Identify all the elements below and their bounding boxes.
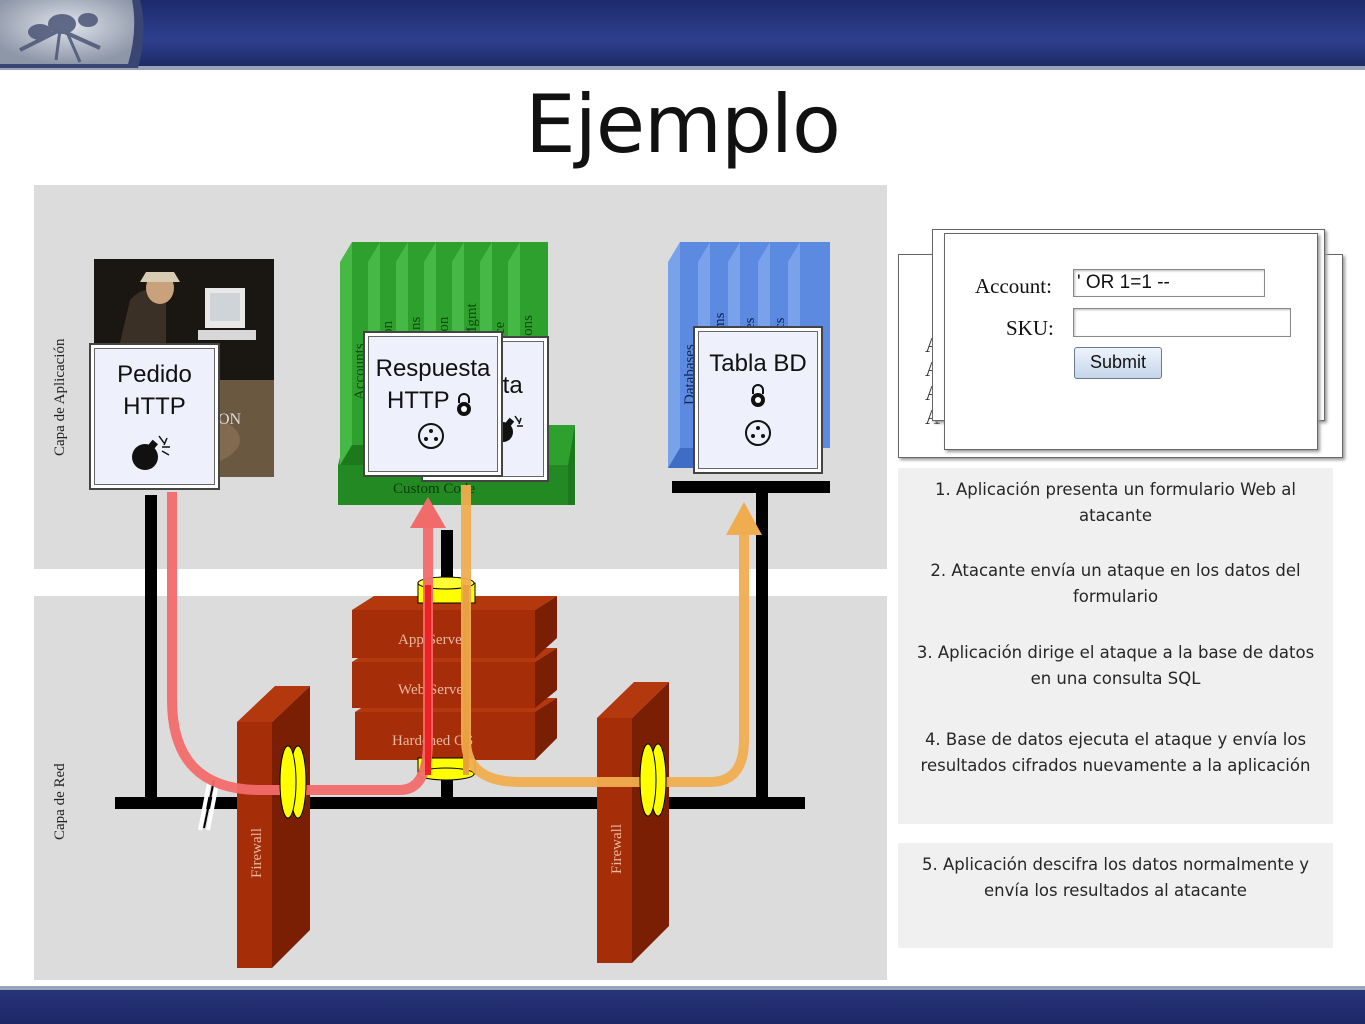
sku-input[interactable] — [1073, 308, 1291, 337]
account-label: Account: — [975, 274, 1052, 298]
step-5-panel: 5. Aplicación descifra los datos normalm… — [898, 843, 1333, 948]
attack-form: Account: ' OR 1=1 -- SKU: Submit — [944, 233, 1318, 450]
response-arrowhead — [726, 502, 762, 535]
footer-bar — [0, 986, 1365, 1024]
step-1: 1. Aplicación presenta un formulario Web… — [934, 480, 1297, 525]
lock-icon — [457, 393, 471, 416]
steps-panel: 1. Aplicación presenta un formulario Web… — [898, 468, 1333, 824]
http-request-card: Pedido HTTP — [89, 343, 220, 490]
attack-arrowhead — [410, 497, 446, 528]
client-link — [145, 495, 157, 805]
page-title: Ejemplo — [525, 78, 841, 171]
bomb-icon — [132, 435, 170, 470]
step-4: 4. Base de datos ejecuta el ataque y env… — [920, 730, 1311, 775]
server-stack — [352, 596, 557, 760]
network-backbone — [115, 797, 805, 809]
submit-button[interactable]: Submit — [1074, 347, 1162, 379]
header-bar — [0, 0, 1365, 66]
header-divider — [0, 66, 1365, 70]
step-5: 5. Aplicación descifra los datos normalm… — [921, 855, 1310, 900]
biohazard-icon — [745, 420, 771, 446]
server-ring-bottom — [417, 757, 476, 781]
custom-code-module-slab-label: Mgmt — [464, 302, 480, 340]
firewall-right-label: Firewall — [609, 824, 625, 874]
custom-code-module-slab-label: ns — [408, 317, 424, 331]
lock-icon — [751, 384, 765, 407]
db-bus — [672, 481, 830, 493]
owasp-wasp-logo-icon — [0, 0, 144, 68]
firewall-right-ring — [639, 743, 667, 817]
step-2: 2. Atacante envía un ataque en los datos… — [930, 561, 1301, 606]
biohazard-icon — [418, 423, 444, 449]
db-link — [756, 492, 768, 805]
photo-caption: ON — [218, 411, 242, 428]
firewall-left-ring — [279, 745, 307, 819]
http-response-card: Respuesta HTTP — [363, 331, 503, 477]
step-3: 3. Aplicación dirige el ataque a la base… — [916, 643, 1315, 688]
sku-label: SKU: — [1006, 316, 1054, 340]
web-server-label: Web Server — [398, 682, 468, 698]
firewall-left-label: Firewall — [249, 828, 265, 878]
response-path — [461, 485, 749, 787]
custom-code-label: Custom Code — [393, 481, 475, 497]
account-input[interactable]: ' OR 1=1 -- — [1073, 269, 1265, 297]
firewall-right — [597, 682, 669, 963]
firewall-left — [237, 686, 310, 968]
custom-code-module-slab-label: ions — [520, 315, 536, 340]
database-slab-label: ms — [712, 312, 728, 330]
db-table-card: Tabla BD — [693, 326, 823, 474]
